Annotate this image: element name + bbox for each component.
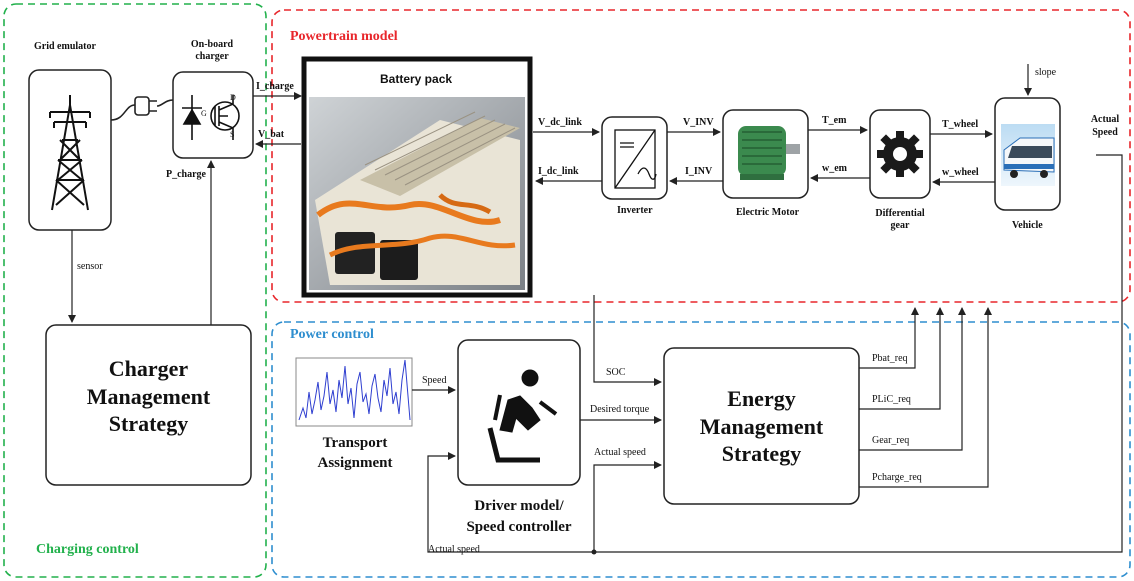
vehicle-title: Vehicle xyxy=(1012,220,1043,231)
svg-text:S: S xyxy=(230,130,234,139)
energy-management-title: Energy Management Strategy xyxy=(699,386,824,466)
electric-motor-title: Electric Motor xyxy=(736,207,800,218)
bus-photo xyxy=(1001,124,1055,186)
motor-photo xyxy=(738,126,800,180)
transport-assignment-title: Transport Assignment xyxy=(317,435,393,471)
actual-speed-top-label: Actual Speed xyxy=(1090,114,1120,138)
w-wheel-label: w_wheel xyxy=(942,167,979,178)
plug-icon xyxy=(110,96,174,121)
w-em-label: w_em xyxy=(822,163,847,174)
onboard-charger-title: On-board charger xyxy=(190,39,234,62)
charging-control-region xyxy=(3,3,267,578)
driver-model-title: Driver model/ Speed controller xyxy=(466,498,572,535)
desired-torque-label: Desired torque xyxy=(590,404,650,415)
speed-label: Speed xyxy=(422,375,447,386)
transmission-tower-icon xyxy=(49,95,91,211)
t-wheel-label: T_wheel xyxy=(942,119,979,130)
v-inv-label: V_INV xyxy=(683,117,714,128)
pbat-req-label: Pbat_req xyxy=(872,353,908,364)
inverter-icon xyxy=(614,129,657,189)
svg-text:D: D xyxy=(230,93,236,102)
gear-req-label: Gear_req xyxy=(872,435,910,446)
power-control-region xyxy=(271,321,1131,578)
powertrain-model-label: Powertrain model xyxy=(290,29,398,44)
slope-label: slope xyxy=(1035,67,1057,78)
v-dc-link-label: V_dc_link xyxy=(538,117,582,128)
speed-profile-plot xyxy=(295,357,413,427)
differential-gear-title: Differential gear xyxy=(875,208,925,231)
charging-control-label: Charging control xyxy=(36,542,139,557)
battery-photo xyxy=(309,97,525,290)
inverter-title: Inverter xyxy=(617,205,653,216)
energy-management-block xyxy=(663,347,860,505)
actual-speed-mid-label: Actual speed xyxy=(594,447,646,458)
pcharge-req-label: Pcharge_req xyxy=(872,472,922,483)
v-bat-label: V_bat xyxy=(258,129,285,140)
svg-text:G: G xyxy=(201,109,207,118)
driver-seat-icon xyxy=(487,369,558,463)
actual-speed-bottom-label: Actual speed xyxy=(428,544,480,555)
i-charge-label: I_charge xyxy=(256,81,294,92)
battery-pack-title: Battery pack xyxy=(380,72,453,86)
grid-emulator-title: Grid emulator xyxy=(34,41,96,52)
inverter-block xyxy=(601,116,668,200)
powertrain-region xyxy=(271,9,1131,303)
t-em-label: T_em xyxy=(822,115,847,126)
gear-icon xyxy=(877,122,923,186)
sensor-label: sensor xyxy=(77,261,103,272)
onboard-charger-block xyxy=(172,71,254,159)
soc-label: SOC xyxy=(606,367,626,378)
mosfet-diode-icon xyxy=(182,95,240,140)
charger-management-block xyxy=(45,324,252,486)
i-dc-link-label: I_dc_link xyxy=(538,166,579,177)
p-charge-label: P_charge xyxy=(166,169,206,180)
plic-req-label: PLiC_req xyxy=(872,394,911,405)
i-inv-label: I_INV xyxy=(685,166,713,177)
charger-management-title: Charger Management Strategy xyxy=(86,356,211,436)
power-control-label: Power control xyxy=(290,327,374,342)
